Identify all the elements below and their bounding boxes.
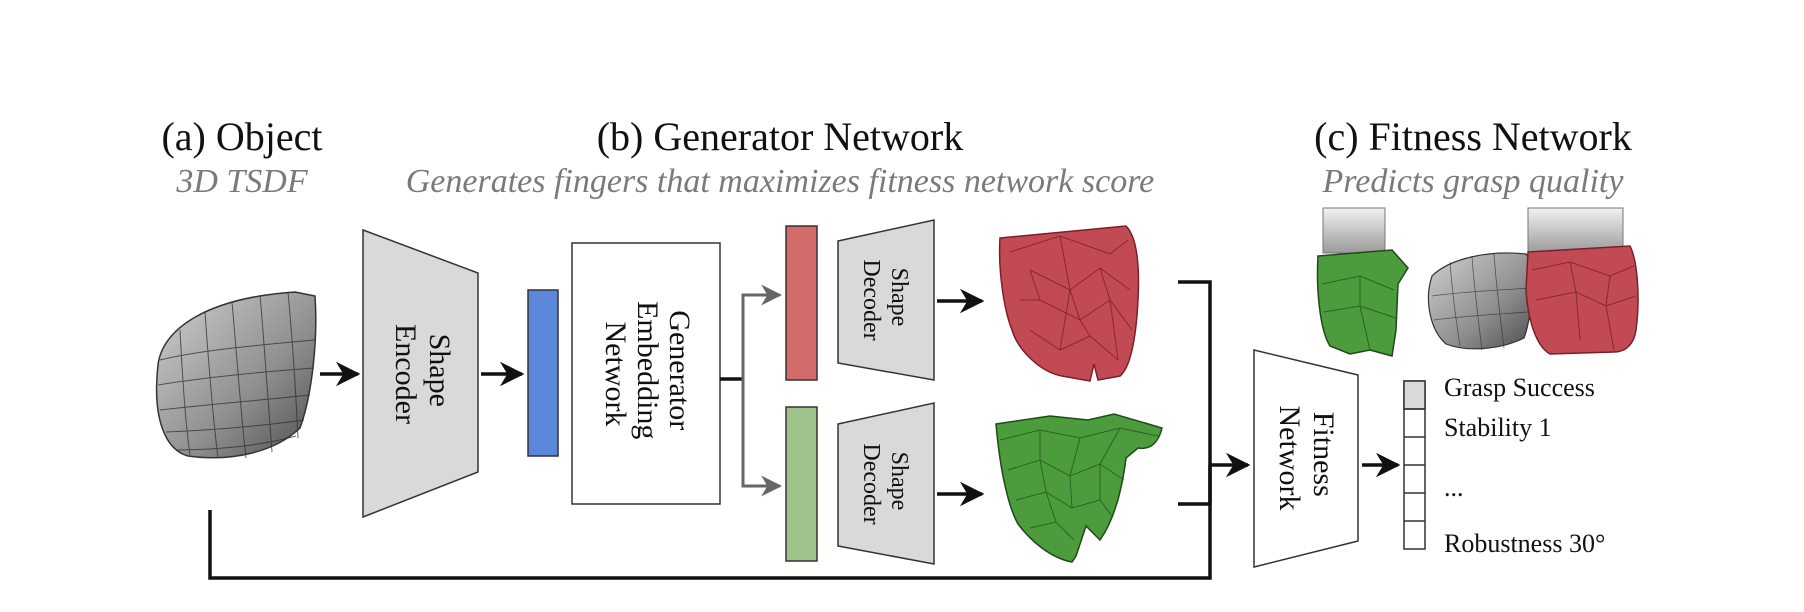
fitness-network-label: Fitness Network [1273, 406, 1340, 511]
object-mesh [155, 291, 317, 459]
object-title: (a) Object [161, 114, 322, 159]
grasp-green-finger [1316, 249, 1409, 357]
shape-decoder-top-label: Shape Decoder [858, 259, 912, 340]
generator-subtitle: Generates fingers that maximizes fitness… [406, 163, 1155, 200]
shape-decoder-bottom-label: Shape Decoder [858, 443, 912, 524]
fitness-network-block: Fitness Network [1253, 349, 1359, 568]
output-label-grasp-success: Grasp Success [1444, 373, 1595, 402]
shape-decoder-top-block: Shape Decoder [837, 219, 935, 381]
generator-title: (b) Generator Network [597, 114, 964, 159]
grasp-object [1427, 252, 1534, 350]
fitness-subtitle: Predicts grasp quality [1322, 163, 1625, 200]
shape-decoder-bottom-block: Shape Decoder [837, 402, 935, 565]
output-label-stability-1: Stability 1 [1444, 413, 1552, 442]
grasp-red-finger [1525, 245, 1639, 355]
generator-embedding-label: Generator Embedding Network [599, 301, 696, 447]
output-label-ellipsis: ... [1444, 473, 1464, 502]
split-connector [720, 284, 783, 497]
generator-embedding-block: Generator Embedding Network [571, 242, 721, 505]
finger-code-green [785, 406, 818, 562]
output-vector [1403, 380, 1426, 550]
finger-code-red [785, 225, 818, 381]
fitness-title: (c) Fitness Network [1314, 114, 1632, 159]
grasp-visualization [1316, 207, 1639, 357]
shape-encoder-label: Shape Encoder [389, 324, 456, 424]
gripper-pad-right [1527, 207, 1624, 254]
gripper-pad-left [1322, 207, 1386, 254]
green-finger-mesh [995, 413, 1163, 563]
object-subtitle: 3D TSDF [175, 163, 309, 200]
red-finger-mesh [998, 225, 1140, 382]
latent-code [527, 289, 559, 457]
shape-encoder-block: Shape Encoder [362, 228, 479, 519]
merge-connector [208, 280, 1251, 580]
output-label-robustness-30: Robustness 30° [1444, 529, 1605, 558]
